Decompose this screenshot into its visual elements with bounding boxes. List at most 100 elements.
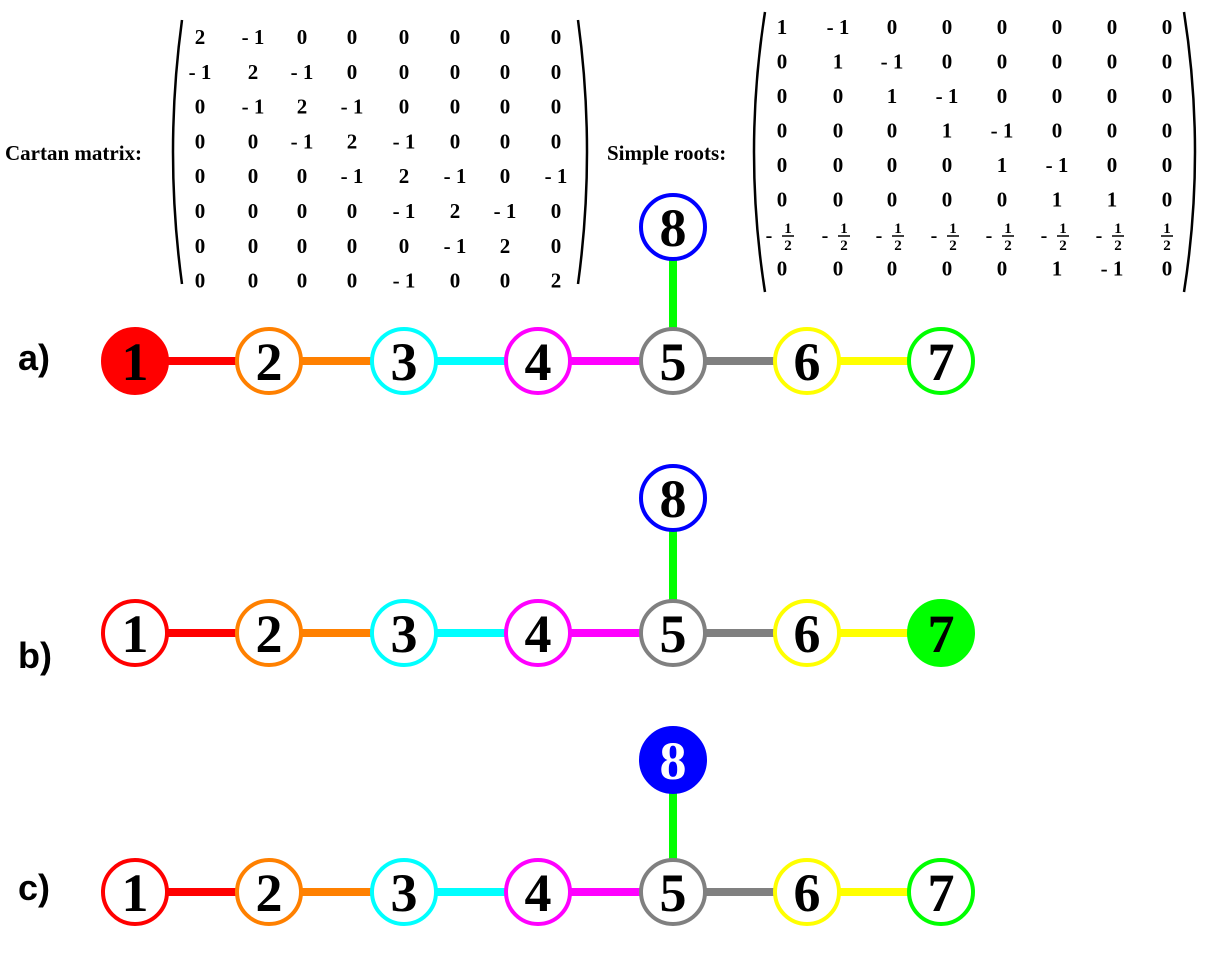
simple-root-cell: 0 (777, 257, 788, 281)
simple-root-cell: 0 (997, 84, 1008, 108)
simple-root-cell: 0 (1052, 50, 1063, 74)
svg-text:1: 1 (1059, 221, 1067, 237)
node-label: 1 (122, 332, 149, 392)
svg-text:0: 0 (1052, 119, 1063, 143)
cartan-cell: 2 (551, 269, 562, 293)
cartan-cell: 0 (297, 164, 308, 188)
svg-text:-: - (931, 225, 938, 247)
simple-root-cell: 0 (833, 119, 844, 143)
node-1: 1 (101, 858, 169, 926)
svg-text:2: 2 (1059, 238, 1067, 254)
cartan-cell: 0 (248, 129, 259, 153)
node-6: 6 (773, 327, 841, 395)
cartan-cell: 0 (248, 164, 259, 188)
node-7: 7 (907, 858, 975, 926)
cartan-cell: 0 (195, 129, 206, 153)
node-label: 6 (794, 604, 821, 664)
cartan-cell: 0 (248, 234, 259, 258)
cartan-cell: - 1 (189, 60, 212, 84)
node-label: 2 (256, 604, 283, 664)
svg-text:1: 1 (840, 221, 848, 237)
diagram-label: c) (18, 867, 50, 908)
node-3: 3 (370, 858, 438, 926)
simple-root-cell: 0 (777, 153, 788, 177)
cartan-cell: 0 (297, 234, 308, 258)
svg-text:2: 2 (1004, 238, 1012, 254)
svg-text:0: 0 (997, 50, 1008, 74)
svg-text:0: 0 (1052, 15, 1063, 39)
cartan-cell: 0 (450, 269, 461, 293)
simple-root-cell: 1 (997, 153, 1008, 177)
svg-text:0: 0 (1107, 50, 1118, 74)
svg-text:0: 0 (942, 50, 953, 74)
svg-text:0: 0 (777, 119, 788, 143)
simple-root-cell: 0 (887, 15, 898, 39)
svg-text:1: 1 (1114, 221, 1122, 237)
cartan-cell: - 1 (545, 164, 568, 188)
cartan-cell: 0 (500, 164, 511, 188)
node-4: 4 (504, 858, 572, 926)
svg-text:0: 0 (833, 188, 844, 212)
svg-text:1: 1 (997, 153, 1008, 177)
svg-text:0: 0 (1107, 15, 1118, 39)
cartan-cell: 0 (551, 25, 562, 49)
cartan-cell: - 1 (444, 234, 467, 258)
svg-text:0: 0 (997, 84, 1008, 108)
simple-root-cell: 0 (1162, 15, 1173, 39)
svg-text:-: - (1041, 225, 1048, 247)
diagram-label: b) (18, 635, 52, 676)
svg-text:0: 0 (997, 188, 1008, 212)
node-label: 5 (660, 604, 687, 664)
svg-text:0: 0 (1162, 153, 1173, 177)
svg-text:0: 0 (1162, 84, 1173, 108)
cartan-cell: - 1 (393, 129, 416, 153)
simple-root-cell: 0 (777, 84, 788, 108)
svg-text:0: 0 (833, 257, 844, 281)
cartan-cell: 0 (297, 25, 308, 49)
simple-root-cell: 0 (887, 153, 898, 177)
svg-text:1: 1 (1163, 221, 1171, 237)
cartan-cell: - 1 (242, 95, 265, 119)
node-5: 5 (639, 599, 707, 667)
cartan-cell: 0 (500, 129, 511, 153)
simple-root-cell: 1 (1107, 188, 1118, 212)
cartan-matrix-bracket-left (171, 19, 184, 285)
simple-root-cell: -12 (822, 221, 850, 254)
node-label: 2 (256, 332, 283, 392)
node-6: 6 (773, 599, 841, 667)
simple-root-cell: 0 (942, 50, 953, 74)
node-label: 3 (391, 863, 418, 923)
cartan-cell: 2 (399, 164, 410, 188)
cartan-cell: - 1 (494, 199, 517, 223)
cartan-cell: 0 (399, 95, 410, 119)
simple-root-cell: 0 (1052, 84, 1063, 108)
cartan-cell: 2 (347, 129, 358, 153)
svg-text:0: 0 (1162, 50, 1173, 74)
svg-text:- 1: - 1 (936, 84, 959, 108)
cartan-cell: 0 (450, 95, 461, 119)
simple-root-cell: 0 (833, 257, 844, 281)
cartan-cell: 0 (551, 199, 562, 223)
simple-root-cell: 0 (942, 188, 953, 212)
svg-text:-: - (822, 225, 829, 247)
node-label: 7 (928, 604, 955, 664)
svg-text:0: 0 (1107, 119, 1118, 143)
simple-roots-label: Simple roots: (607, 141, 726, 165)
svg-text:0: 0 (833, 119, 844, 143)
cartan-cell: 0 (347, 60, 358, 84)
cartan-cell: 2 (297, 95, 308, 119)
simple-root-cell: 0 (1162, 257, 1173, 281)
simple-root-cell: 0 (1052, 119, 1063, 143)
cartan-cell: 2 (450, 199, 461, 223)
simple-root-cell: - 1 (1101, 257, 1124, 281)
simple-root-cell: 0 (777, 188, 788, 212)
node-1: 1 (101, 327, 169, 395)
svg-text:- 1: - 1 (881, 50, 904, 74)
cartan-cell: - 1 (393, 269, 416, 293)
svg-text:0: 0 (997, 15, 1008, 39)
node-label: 6 (794, 863, 821, 923)
simple-root-cell: - 1 (1046, 153, 1069, 177)
